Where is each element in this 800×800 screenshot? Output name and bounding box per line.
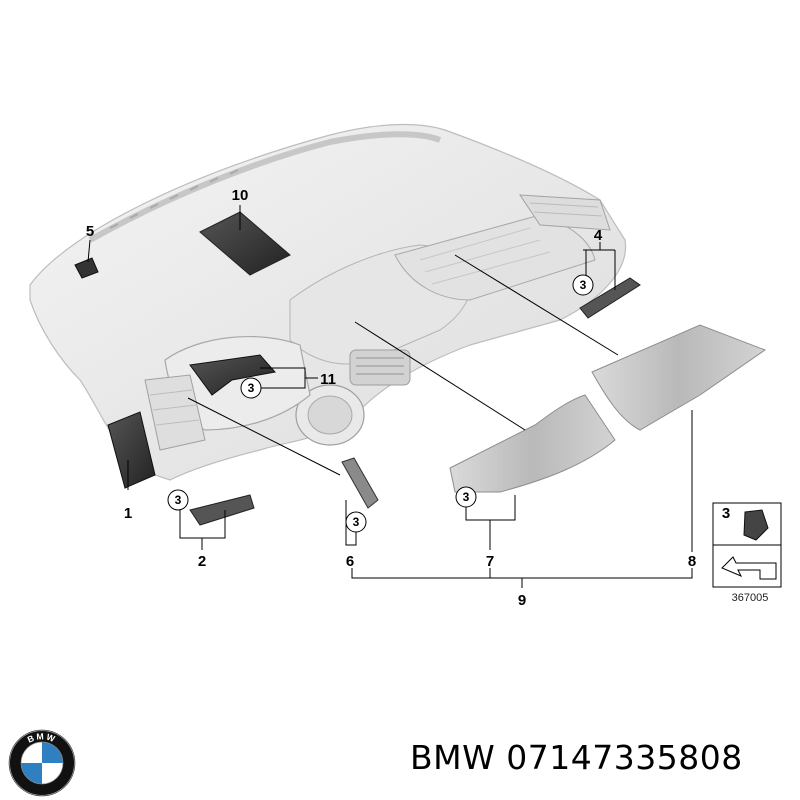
dashboard-body	[29, 123, 627, 481]
callout-11: 11	[320, 371, 336, 388]
clip-callout-near-2: 3	[167, 489, 189, 511]
svg-text:3: 3	[580, 278, 587, 292]
part-4-strip	[579, 277, 641, 319]
part-5-cap	[74, 257, 99, 279]
part-6-strip	[341, 457, 379, 509]
svg-text:3: 3	[722, 505, 730, 522]
svg-text:BMW: BMW	[26, 731, 58, 744]
callout-6: 6	[346, 553, 354, 570]
callout-8: 8	[688, 553, 696, 570]
part-2-grille	[189, 494, 255, 526]
part-title: BMW 07147335808	[410, 738, 743, 777]
callout-10: 10	[232, 187, 249, 204]
part-1-end-panel	[107, 411, 156, 489]
part-number: 07147335808	[506, 738, 743, 777]
part-7-trim-panel	[449, 394, 616, 493]
clip-part-icon	[743, 509, 769, 541]
callout-9: 9	[518, 592, 526, 609]
svg-text:3: 3	[463, 490, 470, 504]
clip-callout-near-7: 3	[455, 486, 477, 508]
arrow-icon	[721, 556, 777, 580]
brand-name: BMW	[410, 738, 496, 777]
svg-text:3: 3	[248, 381, 255, 395]
part-8-trim-panel	[591, 324, 767, 431]
leader-lines	[87, 205, 693, 588]
clip-callout-near-6: 3	[345, 511, 367, 533]
svg-text:3: 3	[353, 515, 360, 529]
part-10-cover	[199, 211, 291, 276]
svg-text:3: 3	[175, 493, 182, 507]
callout-5: 5	[86, 223, 94, 240]
callout-1: 1	[124, 505, 132, 522]
clip-legend-box: 3 367005	[712, 502, 782, 604]
bmw-roundel-logo-icon: BMW	[8, 729, 76, 797]
clip-callout-near-11: 3	[240, 377, 262, 399]
clip-callout-near-4: 3	[572, 274, 594, 296]
callout-4: 4	[594, 227, 603, 244]
part-11-bracket	[189, 354, 276, 396]
callout-numbers: 1 2 4 5 6 7 8 9 10 11	[86, 187, 696, 609]
callout-2: 2	[198, 553, 206, 570]
diagram-code: 367005	[732, 592, 769, 604]
clip-callouts: 3 3 3 3 3	[167, 274, 594, 533]
callout-7: 7	[486, 553, 494, 570]
